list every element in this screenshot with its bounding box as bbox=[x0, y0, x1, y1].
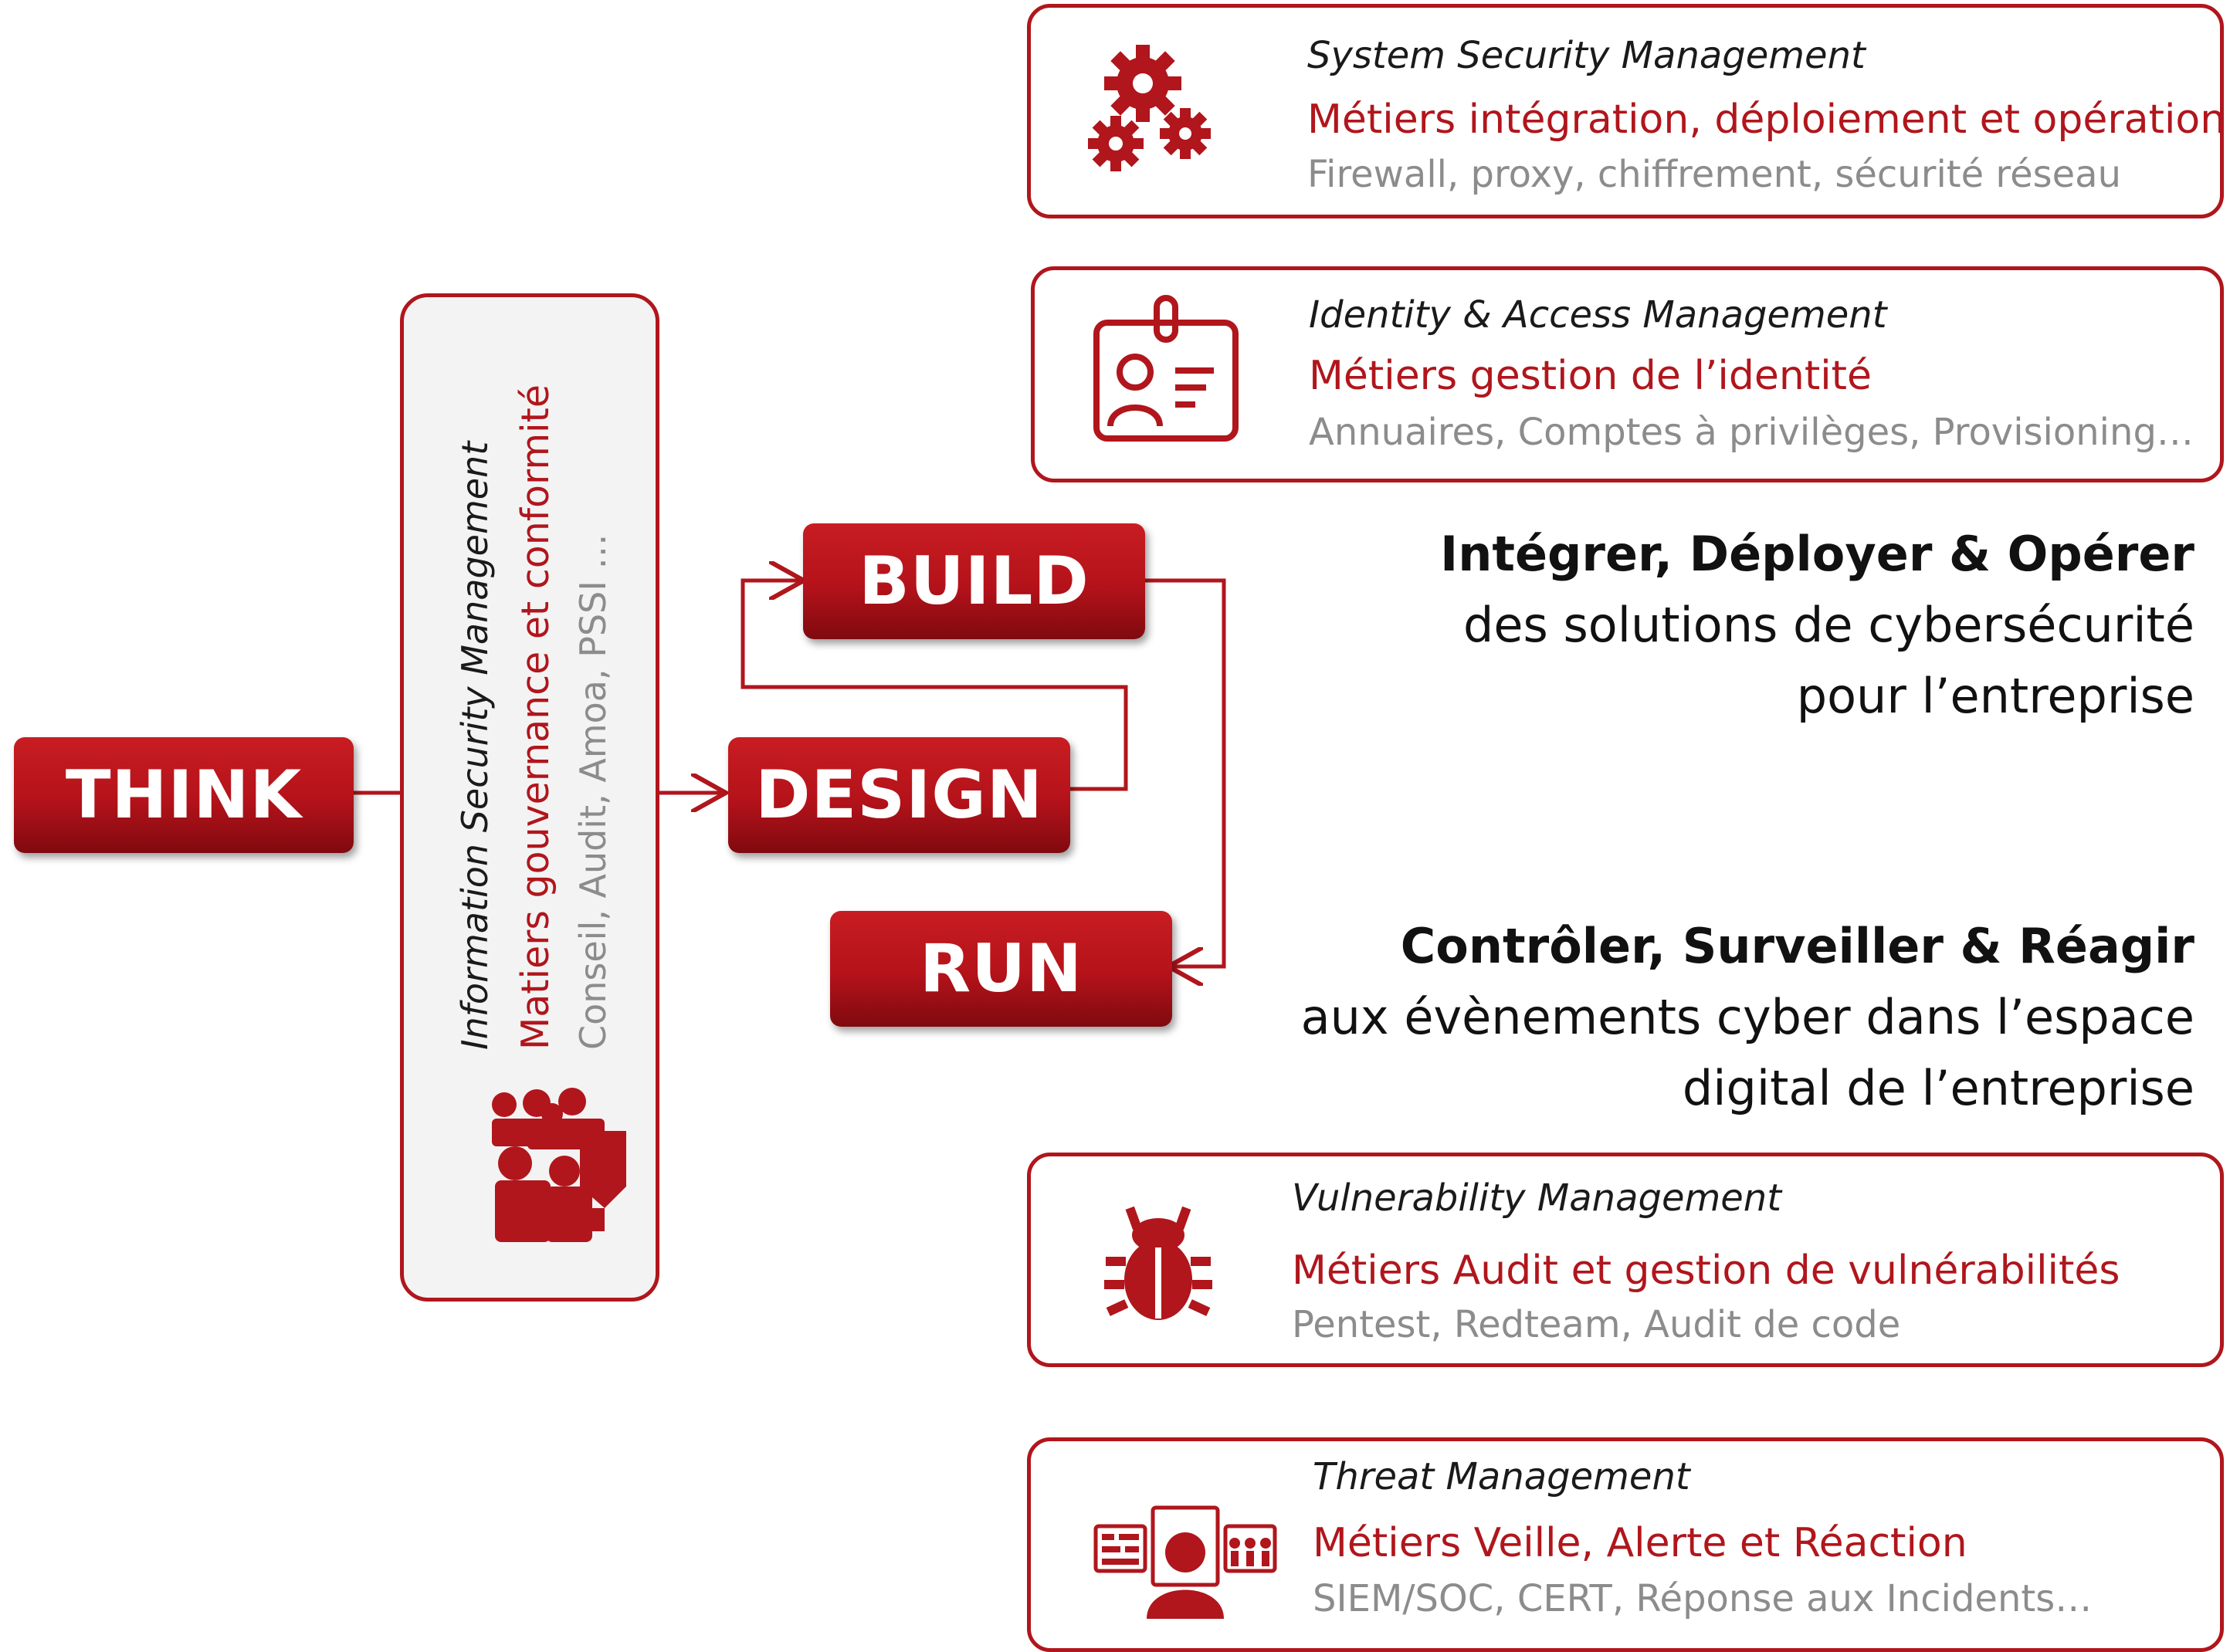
design-phase: DESIGN bbox=[728, 737, 1070, 853]
run-phase: RUN bbox=[830, 911, 1172, 1027]
think-phase: THINK bbox=[14, 737, 354, 853]
monitoring-screens-icon bbox=[1093, 1505, 1277, 1619]
run-headline: Contrôler, Surveiller & Réagir aux évène… bbox=[1301, 911, 2194, 1124]
run-headline-line1: aux évènements cyber dans l’espace bbox=[1300, 989, 2194, 1045]
run-headline-line2: digital de l’entreprise bbox=[1682, 1060, 2194, 1116]
build-label: BUILD bbox=[859, 543, 1090, 620]
card-role: Métiers Veille, Alerte et Réaction bbox=[1313, 1520, 1967, 1566]
build-headline-line2: pour l’entreprise bbox=[1796, 668, 2194, 724]
gears-icon bbox=[1088, 45, 1211, 171]
build-headline-strong: Intégrer, Déployer & Opérer bbox=[1440, 526, 2194, 582]
card-title: Threat Management bbox=[1313, 1455, 1690, 1498]
system-security-card: System Security Management Métiers intég… bbox=[1027, 4, 2226, 218]
threat-card: Threat Management Métiers Veille, Alerte… bbox=[1027, 1437, 2224, 1652]
build-phase: BUILD bbox=[803, 523, 1145, 639]
ism-detail: Conseil, Audit, Amoa, PSSI … bbox=[572, 533, 614, 1050]
card-title: Vulnerability Management bbox=[1292, 1176, 1782, 1220]
design-label: DESIGN bbox=[755, 757, 1043, 834]
card-title: Identity & Access Management bbox=[1309, 293, 1887, 337]
card-detail: Annuaires, Comptes à privilèges, Provisi… bbox=[1309, 411, 2194, 454]
card-detail: SIEM/SOC, CERT, Réponse aux Incidents… bbox=[1313, 1577, 2093, 1620]
run-headline-strong: Contrôler, Surveiller & Réagir bbox=[1400, 918, 2194, 974]
card-role: Métiers Audit et gestion de vulnérabilit… bbox=[1292, 1247, 2120, 1294]
think-label: THINK bbox=[65, 757, 303, 834]
card-detail: Pentest, Redteam, Audit de code bbox=[1292, 1303, 1901, 1346]
card-detail: Firewall, proxy, chiffrement, sécurité r… bbox=[1307, 153, 2121, 196]
card-role: Métiers gestion de l’identité bbox=[1309, 353, 1872, 399]
vulnerability-card: Vulnerability Management Métiers Audit e… bbox=[1027, 1153, 2224, 1367]
design-to-build-arrow bbox=[741, 581, 1128, 791]
ism-title: Information Security Management bbox=[454, 441, 496, 1050]
identity-access-card: Identity & Access Management Métiers ges… bbox=[1031, 266, 2224, 482]
build-to-run-arrow bbox=[1145, 578, 1226, 966]
build-headline: Intégrer, Déployer & Opérer des solution… bbox=[1440, 519, 2194, 732]
team-meeting-icon bbox=[492, 1088, 626, 1242]
ism-role: Matiers gouvernance et conformité bbox=[513, 384, 558, 1050]
card-title: System Security Management bbox=[1307, 34, 1866, 77]
bug-icon bbox=[1104, 1206, 1212, 1320]
card-role: Métiers intégration, déploiement et opér… bbox=[1307, 96, 2226, 143]
run-label: RUN bbox=[919, 930, 1083, 1007]
ism-panel: Information Security Management Matiers … bbox=[400, 293, 659, 1302]
build-headline-line1: des solutions de cybersécurité bbox=[1462, 597, 2194, 653]
id-badge-icon bbox=[1093, 295, 1239, 442]
